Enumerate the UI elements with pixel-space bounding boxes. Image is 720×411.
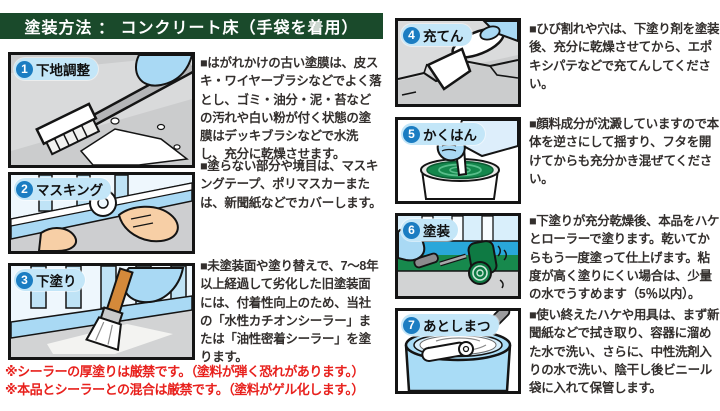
step-panel-6: 6 塗装 <box>395 213 521 299</box>
step-text-1: ■はがれかけの古い塗膜は、皮スキ・ワイヤーブラシなどでよく落とし、ゴミ・油分・泥… <box>200 56 382 162</box>
step-text-2: ■塗らない部分や境目は、マスキングテープ、ポリマスカーまたは、新聞紙などでカバー… <box>200 159 382 210</box>
step-label: 下塗り <box>36 274 77 289</box>
step-label: 塗装 <box>423 224 450 239</box>
step-text-6: ■下塗りが充分乾燥後、本品をハケとローラーで塗ります。乾いてからもう一度塗って仕… <box>529 214 720 302</box>
step-text-5: ■顔料成分が沈澱していますので本体を逆さにして揺すり、フタを開けてからも充分かき… <box>529 117 719 186</box>
step-badge-3: 3 下塗り <box>14 269 85 291</box>
step-panel-4: 4 充てん <box>395 18 521 107</box>
step-badge-1: 1 下地調整 <box>14 58 98 80</box>
step-number: 7 <box>403 316 420 334</box>
step-panel-5: 5 かくはん <box>395 117 521 204</box>
step-label: 下地調整 <box>36 63 90 78</box>
scrubbing-brush-illustration <box>11 55 192 165</box>
step-panel-7: 7 あとしまつ <box>395 308 521 394</box>
step-panel-2: 2 マスキング <box>8 172 195 254</box>
step-number: 1 <box>16 60 33 78</box>
step-label: 充てん <box>423 29 464 44</box>
step-badge-7: 7 あとしまつ <box>401 314 499 336</box>
step-badge-2: 2 マスキング <box>14 178 112 200</box>
step-number: 4 <box>403 26 420 44</box>
step-number: 2 <box>16 180 33 198</box>
step-badge-6: 6 塗装 <box>401 219 458 241</box>
step-panel-3: 3 下塗り <box>8 263 195 360</box>
step-text-4: ■ひび割れや穴は、下塗り剤を塗装後、充分に乾燥させてから、エポキシパテなどで充て… <box>529 22 720 91</box>
step-badge-4: 4 充てん <box>401 24 472 46</box>
step-label: かくはん <box>423 128 477 143</box>
step-text-3: ■未塗装面や塗り替えで、7～8年以上経過して劣化した旧塗装面には、付着性向上のた… <box>200 259 379 365</box>
step-badge-5: 5 かくはん <box>401 123 485 145</box>
step-number: 3 <box>16 271 33 289</box>
step-number: 6 <box>403 221 420 239</box>
page-title: 塗装方法 ： コンクリート床（手袋を着用） <box>0 13 383 39</box>
step-label: マスキング <box>36 183 104 198</box>
step-panel-1: 1 下地調整 <box>8 52 195 168</box>
warning-line-1: ※シーラーの厚塗りは厳禁です。（塗料が弾く恐れがあります。） <box>5 364 365 379</box>
step-number: 5 <box>403 125 420 143</box>
step-text-7: ■使い終えたハケや用具は、まず新聞紙などで拭き取り、容器に溜めた水で洗い、さらに… <box>529 308 720 396</box>
step-label: あとしまつ <box>423 319 491 334</box>
warning-notes: ※シーラーの厚塗りは厳禁です。（塗料が弾く恐れがあります。） ※本品とシーラーと… <box>5 363 395 398</box>
warning-line-2: ※本品とシーラーとの混合は厳禁です。（塗料がゲル化します。） <box>5 381 364 397</box>
